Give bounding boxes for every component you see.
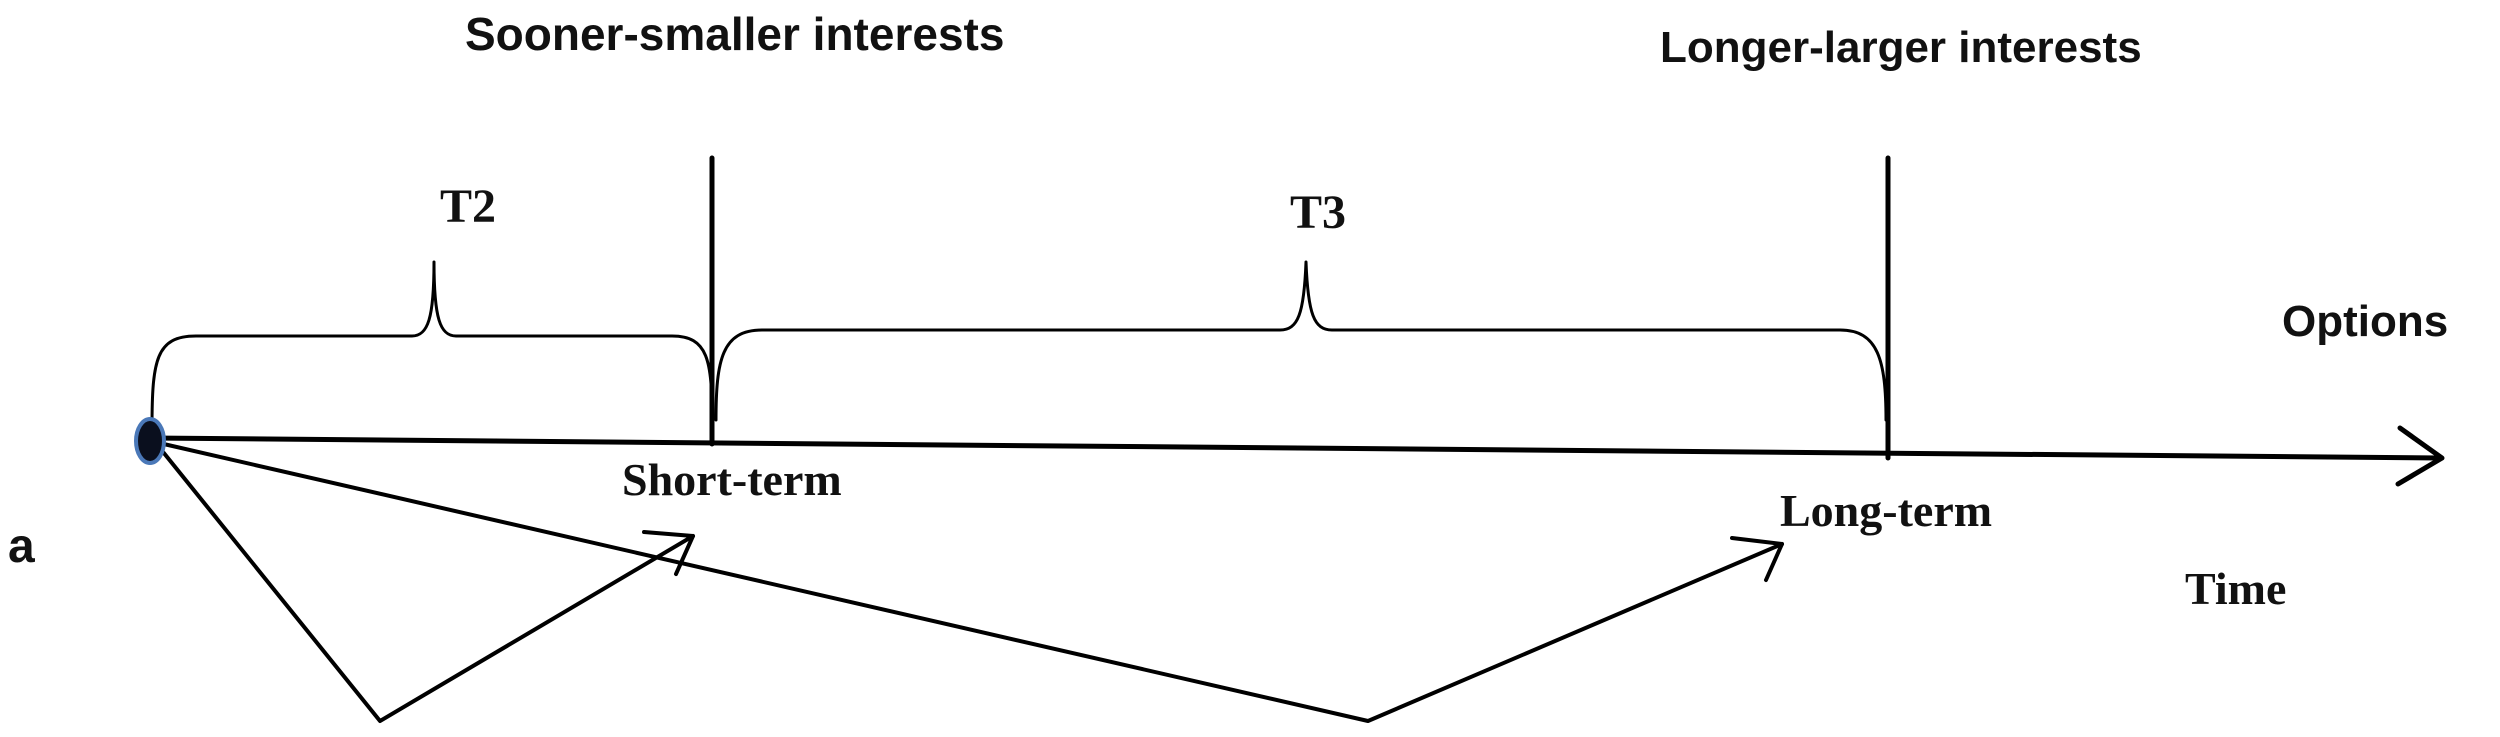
short-term-label: Short-term: [622, 454, 842, 505]
time-label: Time: [2185, 563, 2286, 614]
long-term-label: Long-term: [1780, 485, 1992, 536]
time-axis: [147, 435, 2443, 461]
time-axis-arrowhead: [2395, 425, 2445, 487]
longer-larger-heading: Longer-larger interests: [1660, 23, 2142, 72]
long-term-choice-arrow: [153, 440, 1784, 723]
long-term-choice-arrowhead: [1730, 536, 1784, 582]
t2-brace: [150, 260, 714, 430]
sooner-smaller-heading: Sooner-smaller interests: [465, 8, 1004, 60]
origin-point: [134, 417, 166, 465]
panel-letter: a: [8, 520, 35, 573]
t3-label: T3: [1290, 186, 1346, 239]
t3-brace: [714, 260, 1888, 422]
t2-label: T2: [440, 180, 496, 233]
options-label: Options: [2282, 297, 2448, 346]
short-term-choice-arrow: [153, 440, 695, 723]
